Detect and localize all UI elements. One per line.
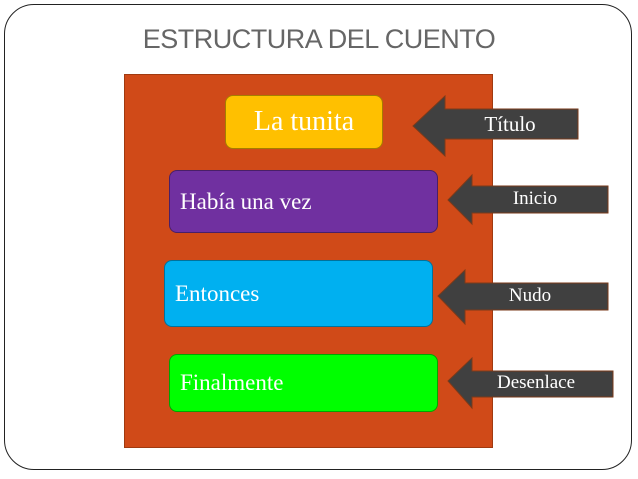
arrow-nudo <box>437 268 609 326</box>
arrow-label-titulo: Título <box>484 112 536 136</box>
title-box: La tunita <box>225 95 383 149</box>
arrow-titulo <box>412 94 579 158</box>
arrow-inicio <box>447 173 609 226</box>
ending-box: Finalmente <box>169 354 438 412</box>
slide-frame <box>4 4 632 470</box>
middle-box: Entonces <box>164 260 433 327</box>
arrow-label-nudo: Nudo <box>508 285 552 306</box>
arrow-desenlace <box>447 356 614 410</box>
slide-title: ESTRUCTURA DEL CUENTO <box>142 24 496 54</box>
beginning-box: Había una vez <box>169 170 438 233</box>
arrow-label-desenlace: Desenlace <box>496 372 576 393</box>
arrow-label-inicio: Inicio <box>512 188 558 209</box>
